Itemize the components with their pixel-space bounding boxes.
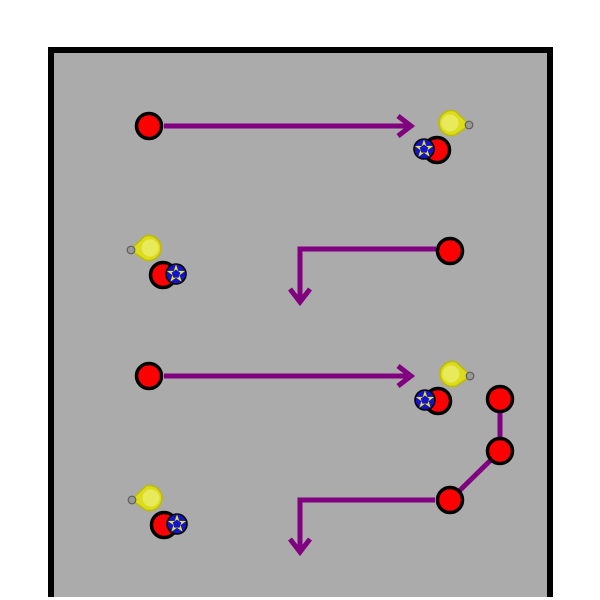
cone-tip-dot <box>464 120 474 130</box>
cone-marker-inner <box>441 114 459 132</box>
cone-marker-inner <box>442 365 460 383</box>
cone-tip-dot <box>465 371 475 381</box>
red-player <box>134 111 164 141</box>
arrowhead <box>288 287 312 307</box>
cone-marker-inner <box>141 239 159 257</box>
arrowhead <box>396 114 416 138</box>
red-player <box>134 361 164 391</box>
player-with-ball <box>127 484 188 540</box>
arrow-shaft <box>297 497 435 549</box>
cone-tip-dot <box>126 245 136 255</box>
ball-center-pentagon <box>419 144 429 153</box>
red-player <box>485 384 515 414</box>
player-with-ball <box>414 360 475 416</box>
arrowhead <box>396 364 416 388</box>
run-arrow <box>288 497 435 557</box>
ball-center-pentagon <box>171 269 181 278</box>
soccer-ball-icon <box>413 138 435 160</box>
soccer-ball-icon <box>166 513 188 535</box>
soccer-ball-icon <box>165 263 187 285</box>
pass-arrow <box>164 364 416 388</box>
arrowhead <box>288 537 312 557</box>
pass-arrow <box>164 114 416 138</box>
red-player <box>435 485 465 515</box>
cone-marker-inner <box>142 489 160 507</box>
run-arrow <box>288 246 436 307</box>
field-border <box>48 47 553 597</box>
player-with-ball <box>413 109 474 165</box>
red-player <box>435 236 465 266</box>
ball-center-pentagon <box>420 395 430 404</box>
soccer-ball-icon <box>414 389 436 411</box>
cone-tip-dot <box>127 495 137 505</box>
arrow-shaft <box>297 246 436 299</box>
red-player <box>485 436 515 466</box>
player-with-ball <box>126 234 187 290</box>
ball-center-pentagon <box>172 519 182 528</box>
